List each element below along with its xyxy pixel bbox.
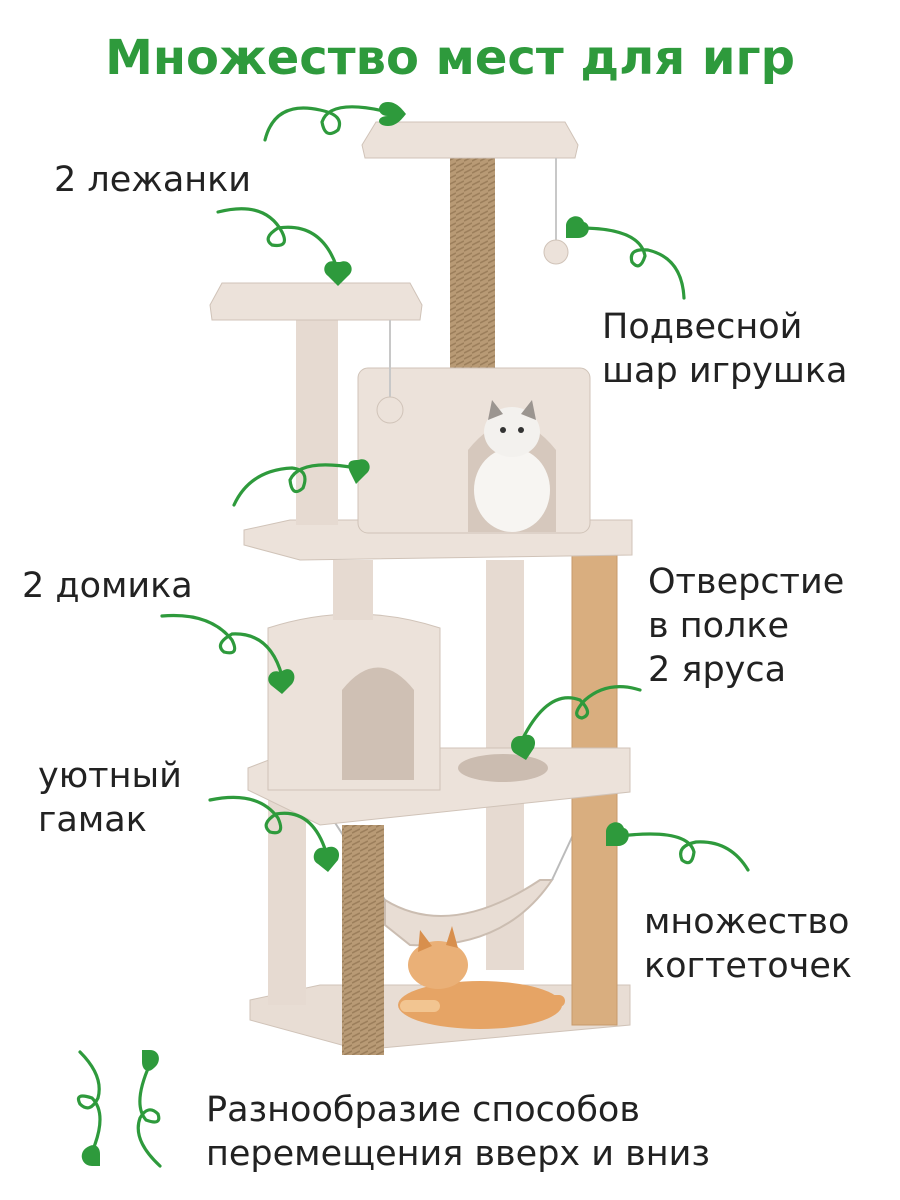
post-back-lower-middle <box>486 800 524 970</box>
curly-arrow-icon <box>263 102 406 142</box>
curly-arrow-icon <box>208 795 340 872</box>
label-scratchers-line2: когтеточек <box>644 946 853 986</box>
label-hanging-ball: Подвесной шар игрушка <box>602 305 848 393</box>
curly-arrow-icon <box>216 207 352 286</box>
page-title: Множество мест для игр <box>105 30 795 86</box>
label-houses-text: 2 домика <box>22 566 193 606</box>
curly-arrow-icon <box>566 216 686 300</box>
label-hanging-ball-line1: Подвесной <box>602 307 803 347</box>
label-hole-line1: Отверстие <box>648 562 845 602</box>
label-hammock-line1: уютный <box>38 756 182 796</box>
label-hole: Отверстие в полке 2 яруса <box>648 560 844 692</box>
hanging-ball-icon <box>376 396 404 424</box>
label-movement-ways-line1: Разнообразие способов <box>206 1090 640 1130</box>
sisal-post-front <box>342 825 384 1055</box>
post-back-left <box>268 800 306 1005</box>
white-cat <box>474 400 550 532</box>
hanging-ball-icon <box>543 239 569 265</box>
label-scratchers-line1: множество <box>644 902 850 942</box>
platform-hole <box>458 754 548 782</box>
arrows <box>76 102 750 1168</box>
label-hanging-ball-line2: шар игрушка <box>602 351 848 391</box>
orange-cat <box>398 926 565 1029</box>
curly-arrow-icon <box>511 685 642 760</box>
curly-arrow-icon <box>606 822 750 872</box>
bed-lower <box>209 282 423 321</box>
post-left-bed <box>296 320 338 525</box>
label-scratchers: множество когтеточек <box>644 900 852 988</box>
label-movement-ways-line2: перемещения вверх и вниз <box>206 1134 710 1174</box>
label-houses: 2 домика <box>22 564 193 608</box>
label-beds: 2 лежанки <box>54 158 251 202</box>
bed-top <box>361 121 579 159</box>
upper-connector-post <box>333 560 373 620</box>
sisal-post-top <box>450 155 495 370</box>
label-hole-line2: в полке <box>648 606 790 646</box>
curly-arrow-icon <box>232 459 370 507</box>
label-hammock-line2: гамак <box>38 800 147 840</box>
down-arrow-icon <box>76 1050 102 1166</box>
up-arrow-icon <box>136 1050 162 1168</box>
curly-arrow-icon <box>160 613 295 694</box>
label-movement-ways: Разнообразие способов перемещения вверх … <box>206 1088 710 1176</box>
cat-tree <box>209 121 633 1055</box>
label-hole-line3: 2 яруса <box>648 650 787 690</box>
label-hammock: уютный гамак <box>38 754 182 842</box>
hammock <box>384 879 554 947</box>
lower-house-opening <box>342 667 414 780</box>
label-beds-text: 2 лежанки <box>54 160 252 200</box>
